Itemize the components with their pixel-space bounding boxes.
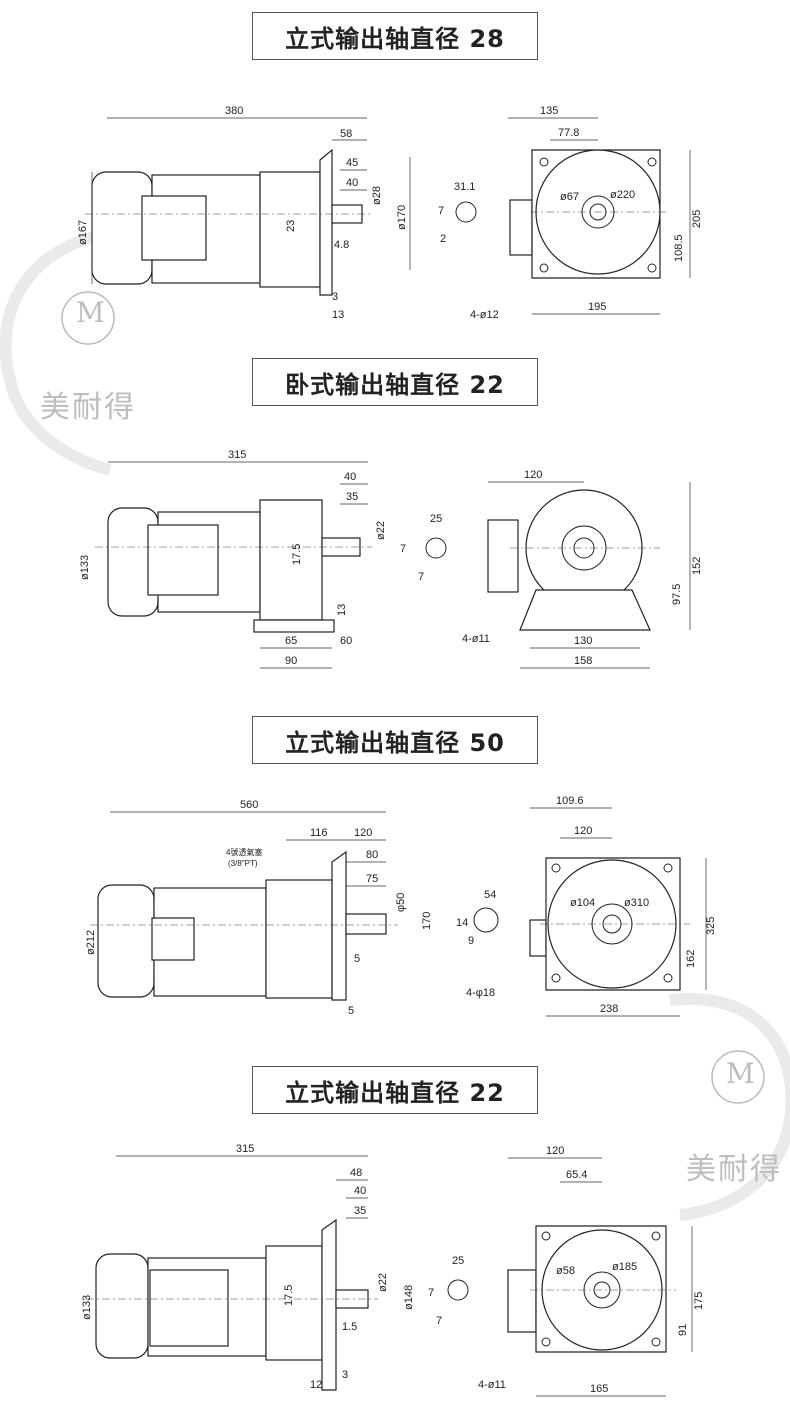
s4-key-width: 25 (452, 1255, 464, 1267)
s2-key-7: 7 (400, 543, 406, 555)
s4-dim-shaft: ø22 (377, 1273, 389, 1292)
s4-dim-175: 17.5 (283, 1285, 295, 1306)
s2-front-158: 158 (574, 655, 592, 667)
s2-dim-90: 90 (285, 655, 297, 667)
s3-key-9: 9 (468, 935, 474, 947)
s2-dim-35: 35 (346, 491, 358, 503)
s3-dim-shaft: φ50 (395, 893, 407, 912)
s3-dim-5b: 5 (348, 1005, 354, 1017)
s1-key-2: 2 (440, 233, 446, 245)
s4-dim-40: 40 (354, 1185, 366, 1197)
s3-front-pcd: ø310 (624, 897, 649, 909)
s4-front-654: 65.4 (566, 1169, 587, 1181)
watermark-brand: 美耐得 (40, 390, 136, 425)
s4-dim-motor: ø133 (81, 1295, 93, 1320)
s1-front-205: 205 (691, 210, 703, 228)
s3-dim-overall: 560 (240, 799, 258, 811)
s2-front-152: 152 (691, 557, 703, 575)
s1-dim-shaft: ø28 (371, 186, 383, 205)
s3-dim-120: 120 (354, 827, 372, 839)
s4-key-7b: 7 (436, 1315, 442, 1327)
s3-front-holes: 4-φ18 (466, 987, 495, 999)
s4-front-91: 91 (677, 1324, 689, 1336)
s3-dim-motor: ø212 (85, 930, 97, 955)
s1-front-195: 195 (588, 301, 606, 313)
s3-front-162: 162 (685, 950, 697, 968)
section-2-drawing: 315 40 35 ø22 ø133 17.5 13 65 60 90 25 7… (79, 449, 703, 669)
s1-dim-58: 58 (340, 128, 352, 140)
s1-front-holes: 4-ø12 (470, 309, 499, 321)
s4-front-bore: ø58 (556, 1265, 575, 1277)
s1-key-width: 31.1 (454, 181, 475, 193)
section-4-title: 立式输出轴直径 22 (252, 1066, 538, 1114)
s1-dim-motor: ø167 (77, 220, 89, 245)
s2-key-7b: 7 (418, 571, 424, 583)
s4-front-pcd: ø185 (612, 1261, 637, 1273)
s4-dim-overall: 315 (236, 1143, 254, 1155)
s4-front-175: 175 (693, 1292, 705, 1310)
s1-key-7: 7 (438, 205, 444, 217)
s2-dim-60: 60 (340, 635, 352, 647)
s3-vent-label: 4號透氣塞 (226, 847, 262, 857)
s3-dim-75: 75 (366, 873, 378, 885)
section-1-drawing: 380 58 45 40 ø28 ø170 ø167 23 4.8 3 13 3… (77, 105, 703, 321)
s2-dim-40: 40 (344, 471, 356, 483)
s4-front-120: 120 (546, 1145, 564, 1157)
watermark-logo-letter-2: M (726, 1057, 757, 1090)
s1-dim-13: 13 (332, 309, 344, 321)
watermark-logo-letter: M (76, 296, 107, 329)
section-2-title: 卧式输出轴直径 22 (252, 358, 538, 406)
s4-dim-3: 3 (342, 1369, 348, 1381)
section-4-drawing: 315 48 40 35 ø22 ø148 ø133 17.5 1.5 12 3… (81, 1143, 705, 1397)
s1-dim-23: 23 (285, 220, 297, 232)
s4-dim-15: 1.5 (342, 1321, 357, 1333)
s4-front-holes: 4-ø11 (478, 1379, 506, 1391)
s3-key-14: 14 (456, 917, 468, 929)
section-3-title: 立式输出轴直径 50 (252, 716, 538, 764)
s2-front-130: 130 (574, 635, 592, 647)
s1-dim-45: 45 (346, 157, 358, 169)
s2-front-120: 120 (524, 469, 542, 481)
s2-dim-motor: ø133 (79, 555, 91, 580)
s1-front-bore: ø67 (560, 191, 579, 203)
s3-key-width: 54 (484, 889, 496, 901)
s1-dim-overall: 380 (225, 105, 243, 117)
s4-dim-12: 12 (310, 1379, 322, 1391)
s1-front-1085: 108.5 (673, 234, 685, 262)
s3-dim-flange: 170 (421, 912, 433, 930)
section-1-title: 立式输出轴直径 28 (252, 12, 538, 60)
s1-front-pcd: ø220 (610, 189, 635, 201)
s2-front-975: 97.5 (671, 584, 683, 605)
s1-front-135: 135 (540, 105, 558, 117)
s4-dim-flange: ø148 (403, 1285, 415, 1310)
s2-dim-65: 65 (285, 635, 297, 647)
s2-dim-175: 17.5 (291, 544, 303, 565)
s2-key-width: 25 (430, 513, 442, 525)
s3-dim-5a: 5 (354, 953, 360, 965)
s3-front-120: 120 (574, 825, 592, 837)
s3-dim-80: 80 (366, 849, 378, 861)
s3-dim-116: 116 (310, 827, 328, 839)
s4-dim-48: 48 (350, 1167, 362, 1179)
s4-key-7: 7 (428, 1287, 434, 1299)
s2-dim-13: 13 (336, 604, 348, 616)
s1-dim-48: 4.8 (334, 239, 349, 251)
s1-front-778: 77.8 (558, 127, 579, 139)
s3-front-bore: ø104 (570, 897, 595, 909)
s1-dim-flange: ø170 (396, 205, 408, 230)
s2-dim-shaft: ø22 (375, 521, 387, 540)
s3-vent-spec: (3/8"PT) (228, 859, 258, 868)
s1-dim-40: 40 (346, 177, 358, 189)
s4-dim-35: 35 (354, 1205, 366, 1217)
watermark-brand-2: 美耐得 (686, 1152, 782, 1187)
s4-front-165: 165 (590, 1383, 608, 1395)
s3-front-238: 238 (600, 1003, 618, 1015)
s2-front-holes: 4-ø11 (462, 633, 490, 645)
s2-dim-overall: 315 (228, 449, 246, 461)
s1-dim-3: 3 (332, 291, 338, 303)
s3-front-1096: 109.6 (556, 795, 584, 807)
s3-front-325: 325 (705, 917, 717, 935)
